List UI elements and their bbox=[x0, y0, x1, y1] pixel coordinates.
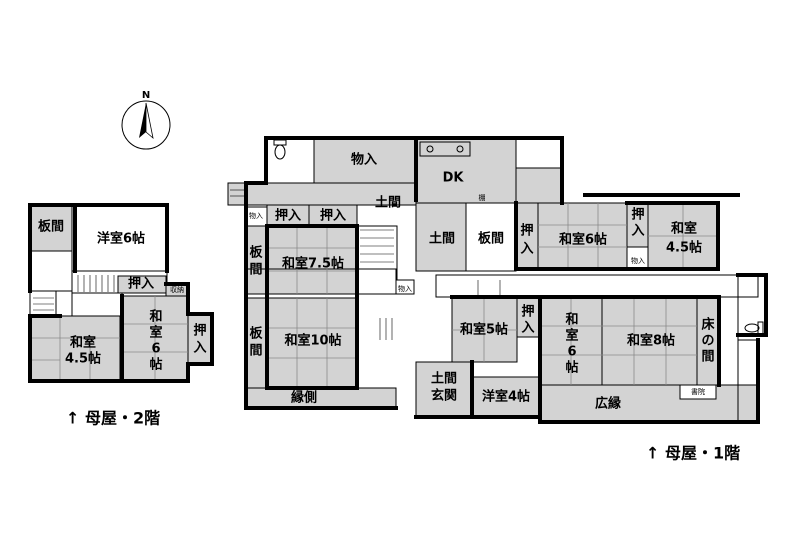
first-floor-plan: 物入 DK 土間 棚 物入 押入 押入 和室7.5帖 板 間 土間 板間 押 入… bbox=[227, 136, 768, 463]
room-1f-washitsu75 bbox=[266, 225, 358, 295]
label-1f-washitsu6v-d: 帖 bbox=[565, 360, 578, 376]
label-2f-washitsu6-b: 室 bbox=[149, 325, 162, 341]
label-1f-washitsu6v-a: 和 bbox=[565, 312, 578, 328]
toilet-icon-2 bbox=[744, 321, 764, 335]
label-1f-tokonoma-b: の bbox=[701, 334, 714, 349]
label-1f-washitsu45-b: 4.5帖 bbox=[666, 240, 702, 256]
label-2f-washitsu6-d: 帖 bbox=[149, 357, 162, 373]
label-1f-dk: DK bbox=[443, 171, 465, 186]
label-1f-shoin: 書院 bbox=[691, 387, 705, 396]
label-1f-itama-b-2: 間 bbox=[249, 344, 262, 359]
label-1f-itama-b-1: 板 bbox=[249, 326, 263, 342]
label-2f-oshiire: 押入 bbox=[128, 276, 154, 292]
label-2f-washitsu6-c: 6 bbox=[151, 342, 160, 357]
label-2f-shuno: 収納 bbox=[170, 285, 184, 294]
compass-letter: N bbox=[142, 90, 150, 101]
label-1f-washitsu6v-b: 室 bbox=[565, 328, 578, 344]
label-2f-itama: 板間 bbox=[38, 219, 64, 235]
label-1f-oshiire-m-b: 入 bbox=[521, 321, 534, 336]
label-1f-oshiire1: 押入 bbox=[275, 208, 301, 224]
label-1f-doma-genkan-b: 玄関 bbox=[431, 388, 457, 404]
room-1f-washitsu10 bbox=[266, 297, 358, 389]
room-1f-butsu-small3 bbox=[395, 279, 415, 295]
label-2f-oshiire-side-b: 入 bbox=[193, 341, 206, 356]
room-2f-oshiire-side bbox=[187, 313, 213, 365]
label-2f-youshitsu6: 洋室6帖 bbox=[97, 231, 145, 247]
label-1f-hiroen: 広縁 bbox=[595, 396, 621, 412]
room-1f-engawa bbox=[245, 387, 397, 409]
label-1f-butsu-small2: 物入 bbox=[631, 256, 645, 265]
label-1f-washitsu6h: 和室6帖 bbox=[559, 232, 607, 248]
room-1f-shoin bbox=[679, 384, 717, 400]
label-1f-itama-a-2: 間 bbox=[249, 263, 262, 278]
label-1f-butsu-small1: 物入 bbox=[249, 211, 263, 220]
label-1f-washitsu45-a: 和室 bbox=[671, 221, 697, 237]
room-2f-washitsu45 bbox=[29, 315, 121, 382]
label-1f-doma-mid: 土間 bbox=[429, 231, 455, 247]
label-1f-oshiire-v-b: 入 bbox=[520, 242, 533, 257]
label-2f-oshiire-side-a: 押 bbox=[193, 323, 206, 339]
label-1f-youshitsu4: 洋室4帖 bbox=[482, 389, 530, 405]
label-1f-washitsu6v-c: 6 bbox=[567, 345, 576, 360]
label-1f-engawa: 縁側 bbox=[291, 390, 317, 406]
room-1f-washitsu8 bbox=[601, 296, 698, 386]
second-floor-plan: 板間 洋室6帖 押入 収納 和室 4.5帖 和 室 6 帖 押 入 ↑ 母屋・2… bbox=[28, 203, 214, 428]
label-1f-oshiire-r-b: 入 bbox=[631, 224, 644, 239]
label-1f-doma-top: 土間 bbox=[375, 195, 401, 211]
label-1f-washitsu8: 和室8帖 bbox=[627, 333, 675, 349]
room-1f-doma-mid bbox=[415, 202, 467, 272]
label-1f-mono-iri: 物入 bbox=[351, 152, 377, 168]
label-1f-tana: 棚 bbox=[479, 193, 486, 202]
label-2f-washitsu6-a: 和 bbox=[149, 309, 162, 325]
north-compass-icon: N bbox=[121, 90, 171, 150]
room-1f-dk bbox=[415, 137, 517, 204]
room-1f-itama-mid bbox=[465, 202, 517, 272]
label-1f-washitsu5: 和室5帖 bbox=[460, 322, 508, 338]
label-1f-tokonoma-c: 間 bbox=[701, 350, 714, 365]
caption-2f: ↑ 母屋・2階 bbox=[66, 409, 160, 428]
room-1f-wc-top bbox=[265, 137, 315, 184]
label-1f-washitsu10: 和室10帖 bbox=[284, 333, 341, 349]
room-1f-hiroen bbox=[539, 384, 759, 423]
sink-icon bbox=[419, 141, 471, 157]
label-1f-tokonoma-a: 床 bbox=[701, 317, 715, 333]
label-1f-oshiire-r-a: 押 bbox=[631, 207, 644, 223]
label-1f-oshiire-m-a: 押 bbox=[521, 304, 534, 320]
label-1f-oshiire2: 押入 bbox=[320, 208, 346, 224]
label-1f-itama-mid: 板間 bbox=[478, 231, 504, 247]
label-1f-butsu-small3: 物入 bbox=[398, 284, 412, 293]
label-2f-washitsu45-a: 和室 bbox=[70, 335, 96, 351]
label-1f-oshiire-v-a: 押 bbox=[520, 223, 533, 239]
room-1f-doma-genkan bbox=[415, 361, 473, 418]
label-2f-washitsu45-b: 4.5帖 bbox=[65, 351, 101, 367]
label-1f-itama-a-1: 板 bbox=[249, 245, 263, 261]
room-2f-youshitsu6 bbox=[74, 204, 168, 272]
caption-1f: ↑ 母屋・1階 bbox=[646, 444, 740, 463]
label-1f-washitsu75: 和室7.5帖 bbox=[282, 256, 344, 272]
label-1f-doma-genkan-a: 土間 bbox=[431, 371, 457, 387]
